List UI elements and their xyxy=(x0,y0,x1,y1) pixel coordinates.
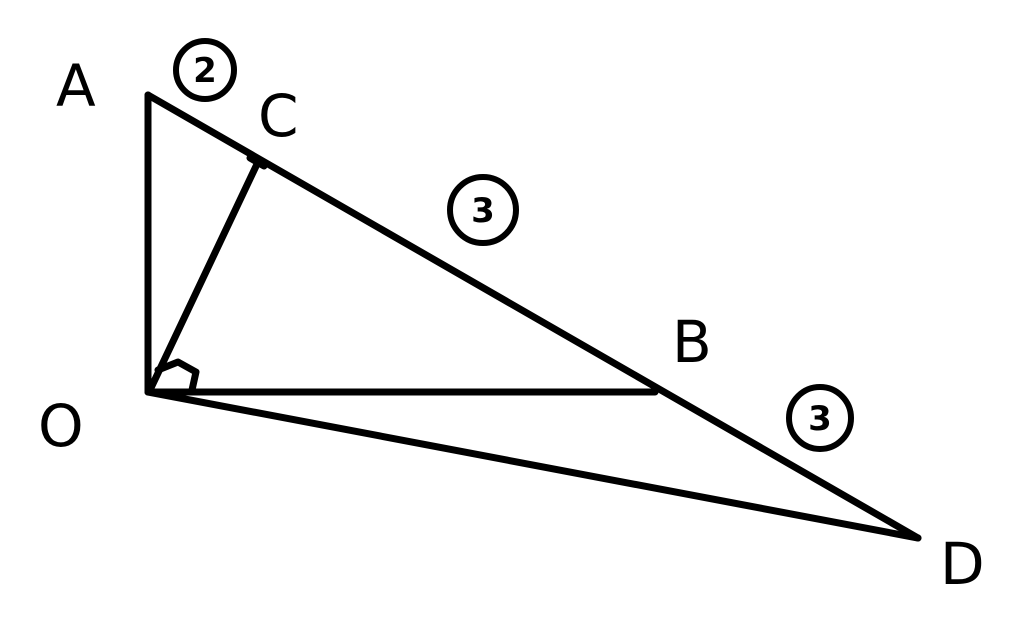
label-point-c: C xyxy=(258,82,299,150)
ratio-ac-text: 2 xyxy=(193,51,217,91)
label-point-d: D xyxy=(940,530,985,598)
ratio-ac-circle xyxy=(173,38,237,102)
label-point-o: O xyxy=(38,392,84,460)
label-point-b: B xyxy=(672,308,712,376)
tick-c xyxy=(246,154,268,170)
ratio-bd: 3 xyxy=(786,384,854,452)
ratio-ac: 2 xyxy=(173,38,237,102)
ratio-cb: 3 xyxy=(447,174,519,246)
segment-oc xyxy=(146,158,262,394)
ratio-cb-circle xyxy=(447,174,519,246)
segment-ad xyxy=(144,91,922,542)
right-angle-icon xyxy=(154,358,200,394)
ratio-bd-text: 3 xyxy=(808,399,832,439)
ratio-bd-circle xyxy=(786,384,854,452)
segment-od xyxy=(144,388,922,542)
ratio-cb-text: 3 xyxy=(471,191,495,231)
label-point-a: A xyxy=(56,52,96,120)
